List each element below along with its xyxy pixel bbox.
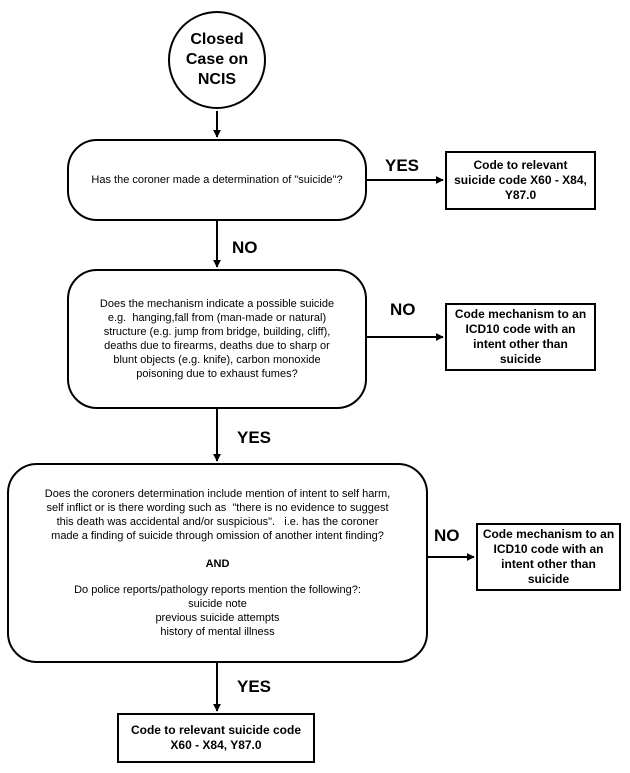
outcome-line: Code mechanism to an [482, 527, 615, 541]
question-2-line: Does the mechanism indicate a possible s… [99, 298, 335, 310]
question-3-and: AND [205, 558, 230, 570]
question-3-line: made a finding of suicide through omissi… [51, 530, 384, 542]
question-3-line: Do police reports/pathology reports ment… [74, 584, 361, 596]
q3-no-label: NO [434, 526, 460, 545]
question-2-line: e.g. hanging,fall from (man-made or natu… [107, 312, 327, 324]
outcome-line: Code mechanism to an [454, 307, 587, 321]
q2-no-label: NO [390, 300, 416, 319]
outcome-line: ICD10 code with an [465, 322, 576, 336]
outcome-line: intent other than [473, 337, 568, 351]
outcome-line: intent other than [501, 557, 596, 571]
start-line: NCIS [197, 71, 237, 88]
question-3-line: history of mental illness [160, 626, 275, 638]
final-outcome-box: Code to relevant suicide code X60 - X84,… [117, 713, 315, 763]
question-2-line: blunt objects (e.g. knife), carbon monox… [113, 354, 321, 366]
outcome-line: ICD10 code with an [493, 542, 604, 556]
outcome-line: Code to relevant [473, 158, 568, 172]
question-2-line: poisoning due to exhaust fumes? [136, 368, 298, 380]
start-node: Closed Case on NCIS [168, 11, 266, 109]
question-2-line: structure (e.g. jump from bridge, buildi… [103, 326, 331, 338]
question-3-line: suicide note [188, 598, 247, 610]
outcome-line: Y87.0 [504, 188, 537, 202]
outcome-line: X60 - X84, Y87.0 [170, 738, 262, 752]
outcome-line: Code to relevant suicide code [130, 723, 302, 737]
outcome-line: suicide [527, 572, 570, 586]
question-3-line: Does the coroners determination include … [44, 488, 391, 500]
start-line: Closed [190, 31, 244, 48]
q2-yes-label: YES [237, 428, 272, 447]
question-2-box: Does the mechanism indicate a possible s… [67, 269, 367, 409]
question-3-line: previous suicide attempts [155, 612, 280, 624]
question-3-box: Does the coroners determination include … [7, 463, 428, 663]
question-2-line: deaths due to firearms, deaths due to sh… [104, 340, 330, 352]
q3-no-outcome-box: Code mechanism to an ICD10 code with an … [476, 523, 621, 591]
question-3-line: self inflict or is there wording such as… [46, 502, 389, 514]
q2-no-outcome-box: Code mechanism to an ICD10 code with an … [445, 303, 596, 371]
question-3-line: this death was accidental and/or suspici… [56, 516, 379, 528]
outcome-line: suicide [499, 352, 542, 366]
q1-no-label: NO [232, 238, 258, 257]
q1-yes-label: YES [385, 156, 420, 175]
outcome-line: suicide code X60 - X84, [454, 173, 587, 187]
q1-yes-outcome-box: Code to relevant suicide code X60 - X84,… [445, 151, 596, 210]
question-1-text: Has the coroner made a determination of … [91, 174, 343, 186]
start-line: Case on [185, 51, 249, 68]
q3-yes-label: YES [237, 677, 272, 696]
question-1-box: Has the coroner made a determination of … [67, 139, 367, 221]
